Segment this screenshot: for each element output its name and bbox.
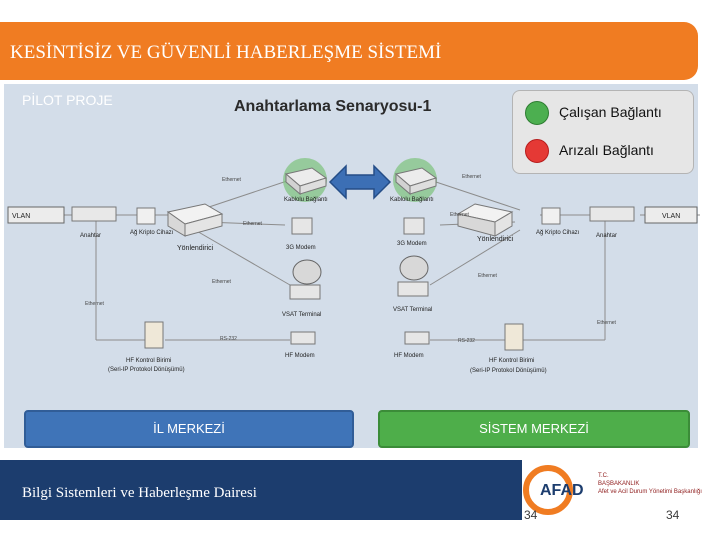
vlan-left-label: VLAN bbox=[12, 213, 30, 220]
hf-modem-left-label: HF Modem bbox=[285, 353, 315, 359]
vlan-right: VLAN bbox=[644, 206, 698, 224]
rs232-label: RS-232 bbox=[220, 336, 237, 342]
ethernet-label: Ethernet bbox=[478, 273, 498, 279]
ethernet-label: Ethernet bbox=[85, 301, 105, 307]
faulty-link-dot bbox=[525, 139, 549, 163]
modem-3g-left-label: 3G Modem bbox=[286, 245, 316, 251]
link-labels: Ethernet Ethernet Ethernet Ethernet RS-2… bbox=[85, 174, 617, 344]
ethernet-label: Ethernet bbox=[462, 174, 482, 180]
router-left-label: Yönlendirici bbox=[177, 245, 214, 252]
page-number-left: 34 bbox=[524, 508, 538, 522]
vlan-left: VLAN bbox=[7, 206, 65, 224]
afad-logo: AFAD bbox=[518, 460, 584, 518]
switch-right: Anahtar bbox=[589, 206, 635, 239]
hf-unit-right: HF Kontrol Birimi (Seri-IP Protokol Dönü… bbox=[470, 323, 547, 374]
cable-right-label: Kablolu Bağlantı bbox=[390, 197, 434, 203]
footer-text: Bilgi Sistemleri ve Haberleşme Dairesi bbox=[22, 485, 257, 501]
vsat-left-label: VSAT Terminal bbox=[282, 312, 321, 318]
ethernet-label: Ethernet bbox=[597, 320, 617, 326]
router-left: Yönlendirici bbox=[166, 203, 224, 252]
pilot-project-label: PİLOT PROJE bbox=[22, 92, 113, 108]
legend: Çalışan Bağlantı Arızalı Bağlantı bbox=[512, 90, 694, 174]
vsat-left: VSAT Terminal bbox=[282, 259, 322, 318]
switch-right-label: Anahtar bbox=[596, 233, 617, 239]
working-link-label: Çalışan Bağlantı bbox=[559, 104, 662, 120]
faulty-link-label: Arızalı Bağlantı bbox=[559, 142, 654, 158]
page-number-right: 34 bbox=[666, 508, 680, 522]
sistem-merkezi-button[interactable]: SİSTEM MERKEZİ bbox=[378, 410, 690, 448]
rs232-label: RS-232 bbox=[458, 338, 475, 344]
modem-3g-right: 3G Modem bbox=[397, 217, 427, 247]
ethernet-label: Ethernet bbox=[243, 221, 263, 227]
modem-3g-right-label: 3G Modem bbox=[397, 241, 427, 247]
vsat-right-label: VSAT Terminal bbox=[393, 307, 432, 313]
crypto-right-label: Ağ Kripto Cihazı bbox=[536, 230, 580, 236]
hf-unit-left-label-2: (Seri-IP Protokol Dönüşümü) bbox=[108, 367, 185, 373]
afad-line-2: BAŞBAKANLIK bbox=[598, 481, 640, 487]
vsat-right: VSAT Terminal bbox=[393, 255, 432, 313]
working-link-dot bbox=[525, 101, 549, 125]
hf-modem-right-label: HF Modem bbox=[394, 353, 424, 359]
connection-lines bbox=[10, 179, 700, 341]
il-merkezi-button[interactable]: İL MERKEZİ bbox=[24, 410, 354, 448]
vlan-right-label: VLAN bbox=[662, 213, 680, 220]
cable-left-label: Kablolu Bağlantı bbox=[284, 197, 328, 203]
hf-unit-right-label-2: (Seri-IP Protokol Dönüşümü) bbox=[470, 368, 547, 374]
modem-3g-left: 3G Modem bbox=[286, 217, 316, 251]
hf-unit-left: HF Kontrol Birimi (Seri-IP Protokol Dönü… bbox=[108, 321, 185, 373]
afad-logo-icon bbox=[523, 465, 573, 515]
hf-modem-right: HF Modem bbox=[394, 331, 430, 359]
hf-unit-right-label-1: HF Kontrol Birimi bbox=[489, 358, 534, 364]
hf-unit-left-label-1: HF Kontrol Birimi bbox=[126, 358, 171, 364]
router-right: Yönlendirici bbox=[456, 203, 514, 243]
double-arrow bbox=[328, 164, 392, 200]
ethernet-label: Ethernet bbox=[212, 279, 232, 285]
scenario-heading: Anahtarlama Senaryosu-1 bbox=[234, 98, 432, 115]
ethernet-label: Ethernet bbox=[222, 177, 242, 183]
switch-left: Anahtar bbox=[71, 206, 117, 239]
hf-modem-left: HF Modem bbox=[285, 331, 316, 359]
router-right-label: Yönlendirici bbox=[477, 236, 514, 243]
afad-logo-name: AFAD bbox=[540, 482, 584, 499]
afad-line-1: T.C. bbox=[598, 473, 609, 479]
crypto-right: Ağ Kripto Cihazı bbox=[536, 207, 580, 236]
title-bar: KESİNTİSİZ VE GÜVENLİ HABERLEŞME SİSTEMİ bbox=[0, 22, 698, 80]
slide-title: KESİNTİSİZ VE GÜVENLİ HABERLEŞME SİSTEMİ bbox=[10, 42, 442, 63]
cable-device-left: Kablolu Bağlantı bbox=[283, 158, 328, 203]
crypto-left: Ağ Kripto Cihazı bbox=[130, 207, 174, 236]
footer-bar: Bilgi Sistemleri ve Haberleşme Dairesi bbox=[0, 460, 522, 520]
afad-line-3: Afet ve Acil Durum Yönetimi Başkanlığı bbox=[598, 489, 702, 495]
cable-device-right: Kablolu Bağlantı bbox=[390, 158, 438, 203]
crypto-left-label: Ağ Kripto Cihazı bbox=[130, 230, 174, 236]
ethernet-label: Ethernet bbox=[450, 212, 470, 218]
switch-left-label: Anahtar bbox=[80, 233, 101, 239]
